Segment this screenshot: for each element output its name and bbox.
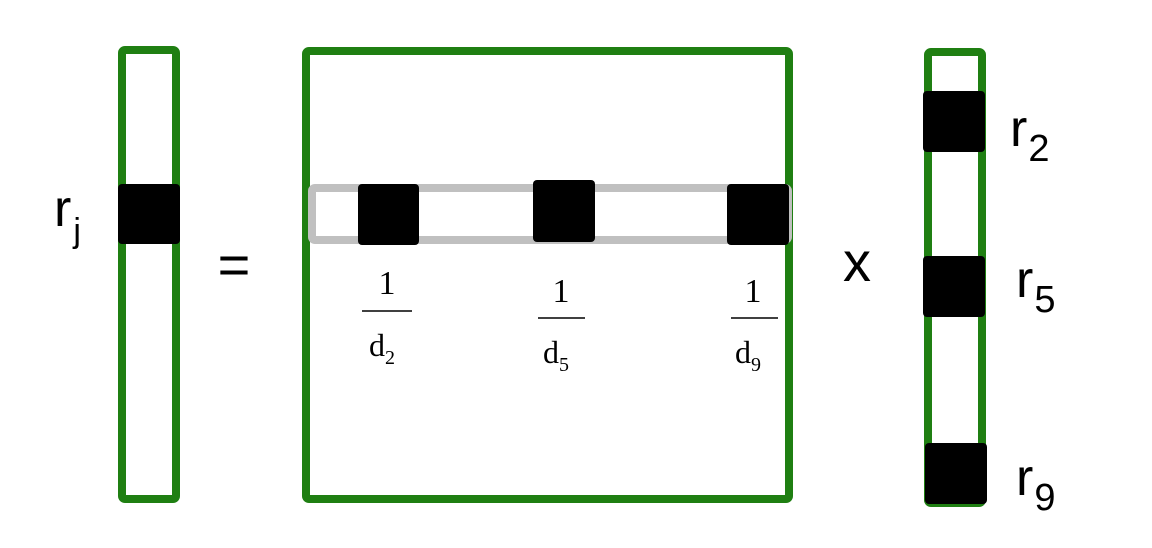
matrix-entry-3-value: 1 d9 — [731, 273, 778, 376]
fraction-denominator: d9 — [735, 334, 761, 376]
left-vector-entry — [118, 184, 180, 244]
right-vector-entry-2 — [923, 256, 985, 317]
right-vector-label-3: r9 — [1016, 449, 1055, 519]
matrix: 1 d2 1 d5 1 d9 — [302, 47, 793, 503]
right-vector-label-1: r2 — [1010, 100, 1049, 170]
matrix-entry-1-value: 1 d2 — [362, 265, 412, 369]
left-vector-outline — [118, 46, 180, 503]
left-vector-label: rj — [54, 180, 81, 250]
left-vector-label-main: r — [54, 180, 71, 238]
right-vector-entry-3 — [925, 443, 987, 504]
matrix-entry-2-value: 1 d5 — [538, 273, 585, 376]
fraction-numerator: 1 — [553, 273, 570, 310]
matrix-outline — [302, 47, 793, 503]
equals-sign: = — [218, 233, 251, 296]
left-vector-label-sub: j — [72, 212, 81, 250]
fraction-numerator: 1 — [379, 265, 396, 302]
matrix-entry-1 — [358, 184, 419, 245]
matrix-entry-2 — [533, 180, 595, 242]
fraction-denominator: d2 — [369, 327, 395, 369]
left-vector: rj — [54, 46, 180, 503]
fraction-denominator: d5 — [543, 334, 569, 376]
matrix-entry-3 — [727, 184, 789, 245]
fraction-numerator: 1 — [745, 273, 762, 310]
right-vector: r2 r5 r9 — [923, 48, 1055, 519]
right-vector-label-2: r5 — [1016, 251, 1055, 321]
times-sign: x — [843, 230, 871, 293]
right-vector-entry-1 — [923, 91, 985, 152]
